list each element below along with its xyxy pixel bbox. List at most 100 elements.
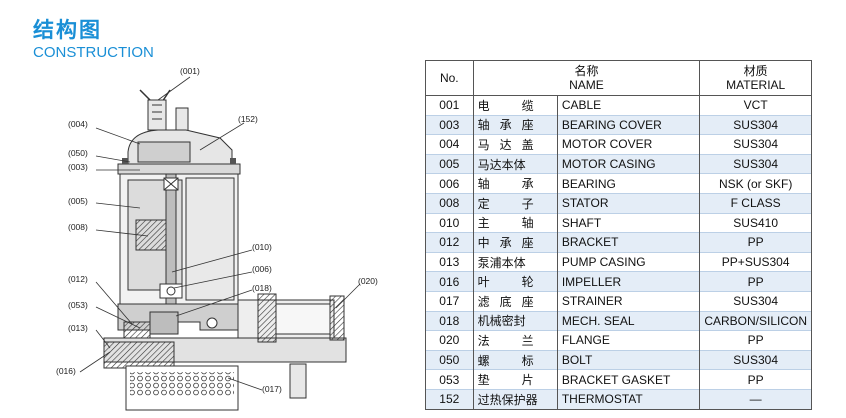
part-number: 050 [425,349,474,370]
part-name-cn: 垫片 [472,369,558,390]
callout-013: (013) [68,323,88,333]
part-material: SUS304 [699,134,812,155]
part-name-en: MOTOR CASING [556,153,701,174]
part-name-cn: 泵浦本体 [472,251,558,272]
part-name-cn: 轴承座 [472,114,558,135]
part-material: PP [699,271,812,292]
part-name-en: PUMP CASING [556,251,701,272]
part-material: SUS304 [699,349,812,370]
part-name-cn: 过热保护器 [472,388,558,410]
pump-construction-diagram: (001) (004) (152) (050) (003) (005) (008… [56,66,378,411]
part-material: VCT [699,95,812,116]
part-number: 001 [425,95,474,116]
part-material: CARBON/SILICON [699,310,812,331]
part-material: SUS410 [699,212,812,233]
part-material: PP [699,369,812,390]
part-name-en: STRAINER [556,290,701,312]
callout-017: (017) [262,384,282,394]
callout-018: (018) [252,283,272,293]
part-number: 013 [425,251,474,272]
header-no: No. [425,60,474,96]
part-name-cn: 马达本体 [472,153,558,174]
header-material: 材质 MATERIAL [699,60,812,96]
header-material-en: MATERIAL [726,78,786,92]
header-name-en: NAME [569,78,604,92]
part-name-cn: 机械密封 [472,310,558,331]
part-material: SUS304 [699,290,812,312]
part-name-cn: 中承座 [472,232,558,253]
part-material: PP+SUS304 [699,251,812,272]
part-name-cn: 叶轮 [472,271,558,292]
part-material: SUS304 [699,114,812,135]
part-name-en: BRACKET [556,232,701,253]
header-material-cn: 材质 [743,64,768,78]
part-number: 016 [425,271,474,292]
part-name-en: MOTOR COVER [556,134,701,155]
part-name-cn: 法兰 [472,330,558,351]
part-name-cn: 主轴 [472,212,558,233]
part-number: 152 [425,388,474,410]
page-title-cn: 结构图 [33,19,102,42]
header-name: 名称 NAME [472,60,701,96]
part-number: 010 [425,212,474,233]
callout-004: (004) [68,119,88,129]
part-number: 008 [425,192,474,214]
part-name-en: STATOR [556,192,701,214]
bearing-cover-part [117,163,241,175]
part-name-en: SHAFT [556,212,701,233]
callout-005: (005) [68,196,88,206]
part-name-en: THERMOSTAT [556,388,701,410]
part-number: 053 [425,369,474,390]
part-name-en: FLANGE [556,330,701,351]
part-name-en: BEARING [556,173,701,194]
part-name-en: BEARING COVER [556,114,701,135]
part-number: 004 [425,134,474,155]
part-name-en: IMPELLER [556,271,701,292]
part-number: 018 [425,310,474,331]
callout-053: (053) [68,300,88,310]
part-number: 003 [425,114,474,135]
header-name-cn: 名称 [574,64,599,78]
part-material: — [699,388,812,410]
part-number: 006 [425,173,474,194]
bearing-part [159,283,183,299]
part-material: PP [699,232,812,253]
callout-008: (008) [68,222,88,232]
mechanical-seal-part [149,311,179,335]
part-name-cn: 轴承 [472,173,558,194]
part-name-en: BRACKET GASKET [556,369,701,390]
callout-010: (010) [252,242,272,252]
part-name-cn: 电缆 [472,95,558,116]
callout-020: (020) [358,276,378,286]
callout-003: (003) [68,162,88,172]
cable-part [139,89,189,137]
part-name-en: BOLT [556,349,701,370]
part-number: 005 [425,153,474,174]
page-title-en: CONSTRUCTION [33,44,154,61]
part-name-cn: 滤底座 [472,290,558,312]
part-number: 012 [425,232,474,253]
part-name-en: MECH. SEAL [556,310,701,331]
callout-006: (006) [252,264,272,274]
part-material: PP [699,330,812,351]
callout-050: (050) [68,148,88,158]
flange-part [257,293,277,343]
part-name-cn: 螺标 [472,349,558,370]
part-name-cn: 定子 [472,192,558,214]
part-number: 020 [425,330,474,351]
